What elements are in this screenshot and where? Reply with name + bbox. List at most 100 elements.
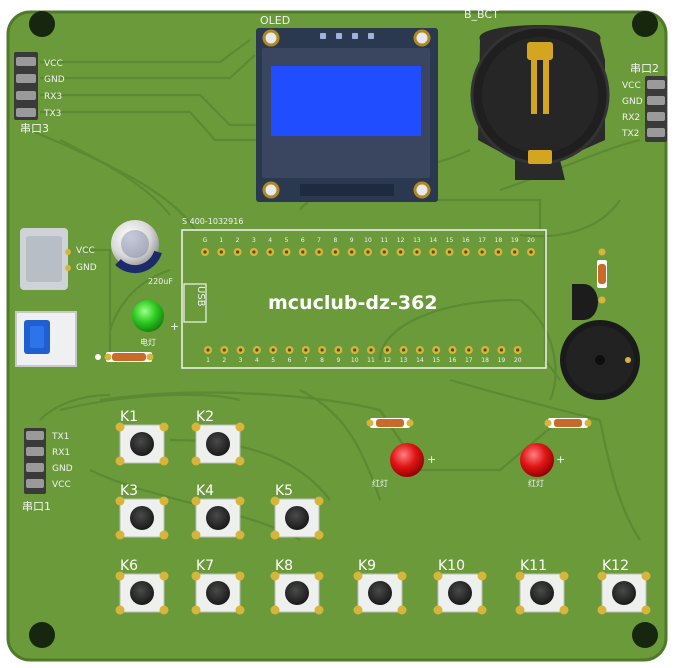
- key-k10[interactable]: K10: [433, 558, 487, 615]
- mcu-top-pin-8: 7: [315, 237, 324, 256]
- mcu-top-pin-14: 13: [412, 237, 421, 256]
- mcu-bottom-pin-14: 14: [415, 346, 424, 364]
- mcu-top-pin-label-17: 16: [462, 237, 470, 244]
- key-cap[interactable]: [206, 506, 230, 530]
- key-cap[interactable]: [368, 581, 392, 605]
- mcu-top-pin-3: 2: [233, 237, 242, 256]
- key-k11[interactable]: K11: [515, 558, 569, 615]
- mcu-top-pin-19: 18: [494, 237, 503, 256]
- key-label: K7: [196, 558, 214, 574]
- power-led-label: 电灯: [140, 337, 156, 347]
- key-label: K4: [196, 483, 214, 499]
- mcu-top-pin-9: 8: [331, 237, 340, 256]
- key-label: K3: [120, 483, 138, 499]
- mcu-bottom-pin-label-8: 8: [320, 357, 324, 364]
- mcu-bottom-pin-19: 19: [497, 346, 506, 364]
- mcu-top-pin-label-10: 9: [350, 237, 354, 244]
- usb-label: USB: [195, 286, 206, 307]
- mcu-bottom-pin-20: 20: [513, 346, 522, 364]
- mcu-bottom-pin-11: 11: [367, 346, 375, 364]
- port1-title: 串口1: [22, 500, 51, 513]
- mount-hole-top-right: [632, 11, 658, 37]
- mcu-bottom-pin-16: 16: [448, 346, 457, 364]
- red-led-right: [520, 443, 554, 477]
- key-cap[interactable]: [285, 581, 309, 605]
- key-k2[interactable]: K2: [191, 409, 245, 466]
- usb-outline: [183, 283, 207, 323]
- key-label: K12: [602, 558, 629, 574]
- mcu-bottom-pin-label-9: 9: [336, 357, 340, 364]
- mcu-bottom-pin-label-2: 2: [222, 357, 226, 364]
- header-port3: VCC GND RX3 TX3 串口3: [14, 52, 65, 135]
- mcu-bottom-pin-15: 15: [432, 346, 441, 364]
- oled-label: OLED: [260, 14, 290, 27]
- mcu-silk-label: S 400-1032916: [182, 217, 243, 226]
- mcu-bottom-pin-label-17: 17: [465, 357, 473, 364]
- mcu-top-pin-15: 14: [429, 237, 438, 256]
- mcu-bottom-pin-label-3: 3: [239, 357, 243, 364]
- mcu-top-pin-label-20: 19: [511, 237, 519, 244]
- capacitor-body: [111, 220, 159, 268]
- key-cap[interactable]: [285, 506, 309, 530]
- mcu-top-pin-5: 4: [266, 237, 275, 256]
- mcu-bottom-pin-label-14: 14: [416, 357, 424, 364]
- mcu-top-pin-4: 3: [249, 237, 258, 256]
- mcu-top-pin-20: 19: [510, 237, 519, 256]
- key-label: K5: [275, 483, 293, 499]
- key-cap[interactable]: [448, 581, 472, 605]
- port3-title: 串口3: [20, 122, 49, 135]
- key-cap[interactable]: [206, 581, 230, 605]
- key-k9[interactable]: K9: [353, 558, 407, 615]
- key-k4[interactable]: K4: [191, 483, 245, 540]
- key-k3[interactable]: K3: [115, 483, 169, 540]
- mcu-top-pin-6: 5: [282, 237, 291, 256]
- header-port1: TX1 RX1 GND VCC 串口1: [22, 428, 73, 513]
- mcu-bottom-pin-10: 10: [350, 346, 359, 364]
- mcu-outline: [181, 229, 547, 369]
- mcu-bottom-pin-6: 6: [285, 346, 294, 364]
- key-cap[interactable]: [206, 432, 230, 456]
- mcu-top-pin-21: 20: [527, 237, 535, 256]
- mcu-bottom-pin-8: 8: [318, 346, 327, 364]
- key-k7[interactable]: K7: [191, 558, 245, 615]
- mcu-bottom-pin-label-6: 6: [288, 357, 292, 364]
- key-label: K6: [120, 558, 138, 574]
- key-cap[interactable]: [130, 506, 154, 530]
- key-cap[interactable]: [130, 432, 154, 456]
- power-switch[interactable]: [15, 311, 77, 367]
- mcu-top-pin-label-7: 6: [301, 237, 305, 244]
- key-k8[interactable]: K8: [270, 558, 324, 615]
- key-k5[interactable]: K5: [270, 483, 324, 540]
- mcu-top-pin-17: 16: [461, 237, 470, 256]
- key-cap[interactable]: [612, 581, 636, 605]
- key-k6[interactable]: K6: [115, 558, 169, 615]
- mcu-bottom-pin-13: 13: [399, 346, 408, 364]
- mounting-holes: [29, 11, 658, 648]
- mcu-bottom-pin-1: 1: [204, 346, 212, 364]
- mcu-top-pin-label-15: 14: [429, 237, 437, 244]
- mcu-top-pin-label-8: 7: [317, 237, 321, 244]
- mcu-top-pin-label-9: 8: [333, 237, 337, 244]
- mcu-bottom-pin-12: 12: [383, 346, 392, 364]
- key-label: K11: [520, 558, 547, 574]
- key-k1[interactable]: K1: [115, 409, 169, 466]
- mcu-bottom-pin-4: 4: [252, 346, 261, 364]
- key-cap[interactable]: [530, 581, 554, 605]
- mcu-top-pin-1: G: [201, 237, 209, 256]
- mcu-top-pin-label-6: 5: [285, 237, 289, 244]
- mcu-top-pin-label-14: 13: [413, 237, 421, 244]
- key-label: K10: [438, 558, 465, 574]
- key-k12[interactable]: K12: [597, 558, 651, 615]
- key-cap[interactable]: [130, 581, 154, 605]
- green-led: [132, 300, 164, 332]
- usb-power-connector: VCC GND: [20, 228, 97, 290]
- battery-label: B_BCT: [464, 8, 499, 21]
- mcu-top-pin-16: 15: [445, 237, 454, 256]
- mcu-top-pin-label-11: 10: [364, 237, 372, 244]
- mcu-top-pin-label-12: 11: [380, 237, 388, 244]
- key-label: K9: [358, 558, 376, 574]
